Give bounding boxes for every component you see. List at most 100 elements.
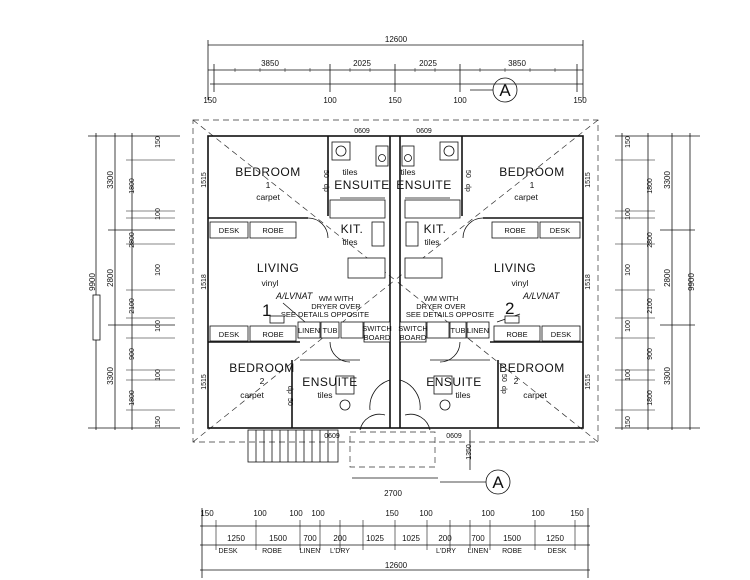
section-marker-bottom: A [440,469,511,495]
dim-left-inner-3: 3300 [106,367,115,385]
overall-width-bottom: 12600 [385,561,408,570]
dim-bottom-small-2: 100 [253,509,267,518]
dim-left-seg-3: 100 [155,208,162,220]
bedroom-2-right-number: 2 [514,376,519,386]
dim-bottom-small-8: 100 [531,509,545,518]
switch-left: SWITCH [362,324,392,333]
fixture-boxes [209,221,581,343]
ensuite-dp-bl: dp [286,386,293,394]
dim-top-3: 2025 [419,59,437,68]
bottom-label-desk-right: DESK [547,548,566,555]
interior-walls [208,136,583,428]
dim-right-seg-10: 1800 [647,390,654,406]
dim-right-outer: 9900 [687,273,696,291]
living-left-label: LIVING [257,261,299,275]
ensuite-tl-floor: tiles [342,167,357,177]
left-dimension-lines [88,133,180,430]
dim-top-small-3: 150 [388,96,402,105]
ensuite-tr-floor: tiles [400,167,415,177]
exterior-walls [207,135,584,429]
ensuite-bl-label: ENSUITE [302,375,358,389]
bedroom-1-left-number: 1 [266,180,271,190]
board-left: BOARD [364,333,391,342]
bedroom-1-right-number: 1 [530,180,535,190]
wm-note-left-1: WM WITH [319,294,354,303]
right-dimension-lines [615,133,700,430]
alt-note-right: A/LVNAT [522,291,561,301]
window-label-bottom-right: 0609 [446,433,462,440]
ensuite-br-label: ENSUITE [426,375,482,389]
dim-bottom-w4: 200 [333,534,347,543]
wm-note-left-3: SEE DETAILS OPPOSITE [281,310,369,319]
dim-right-seg-2: 1800 [647,178,654,194]
dim-bottom-w2: 1500 [269,534,287,543]
bottom-label-robe-left: ROBE [262,548,282,555]
depth-right-3: 1515 [585,374,592,390]
bedroom-1-left-label: BEDROOM [235,165,301,179]
dim-left-inner-2: 2800 [106,269,115,287]
kitchen-left-floor: tiles [342,237,357,247]
top-dimension-lines [207,40,584,100]
ensuite-depth-br: 50 [500,374,507,382]
dim-left-seg-1: 150 [155,136,162,148]
switch-right: SWITCH [398,324,428,333]
ensuite-depth-bl: 50 [286,398,293,406]
wm-note-right-2: DRYER OVER [416,302,466,311]
bedroom-2-left-floor: carpet [240,390,264,400]
dim-right-seg-7: 100 [625,320,632,332]
dim-bottom-small-5: 150 [385,509,399,518]
dim-left-seg-9: 100 [155,369,162,381]
dim-bottom-w9: 1500 [503,534,521,543]
window-label-top-left: 0609 [354,128,370,135]
dim-top-4: 3850 [508,59,526,68]
bottom-label-robe-right: ROBE [502,548,522,555]
stair-side-label: 1350 [466,444,473,460]
kitchen-right-floor: tiles [424,237,439,247]
window-label-bottom-left: 0609 [324,433,340,440]
dim-top-small-1: 150 [203,96,217,105]
marker-2: 2 [505,299,514,318]
bottom-label-linen-right: LINEN [468,548,489,555]
board-right: BOARD [400,333,427,342]
dim-right-inner-1: 3300 [663,171,672,189]
marker-1: 1 [262,301,271,320]
dim-left-seg-10: 1800 [129,390,136,406]
dim-left-seg-5: 100 [155,264,162,276]
dim-bottom-w10: 1250 [546,534,564,543]
dim-bottom-w3: 700 [303,534,317,543]
dim-bottom-small-4: 100 [311,509,325,518]
ensuite-dp-br: dp [500,386,507,394]
ensuite-tl-label: ENSUITE [334,178,390,192]
linen-right: LINEN [467,326,489,335]
ensuite-dp-tl: dp [322,184,329,192]
entry-stairs [247,429,471,479]
ensuite-br-floor: tiles [455,390,470,400]
dim-left-seg-4: 2800 [129,232,136,248]
dim-bottom-small-6: 100 [419,509,433,518]
overall-width-top: 12600 [385,35,408,44]
dim-right-seg-4: 2800 [647,232,654,248]
bedroom-1-left-floor: carpet [256,192,280,202]
bottom-label-desk-left: DESK [218,548,237,555]
dim-bottom-small-1: 150 [200,509,214,518]
dim-left-outer: 9900 [88,273,97,291]
section-marker-a-top: A [499,81,511,100]
living-left-floor: vinyl [261,278,278,288]
dim-right-seg-8: 900 [647,348,654,360]
desk-br: DESK [551,330,571,339]
dim-top-small-5: 150 [573,96,587,105]
window-label-top-right: 0609 [416,128,432,135]
dim-right-seg-11: 150 [625,416,632,428]
ensuite-fixtures [331,141,459,411]
dim-top-small-4: 100 [453,96,467,105]
dim-bottom-w7: 200 [438,534,452,543]
depth-right-2: 1518 [585,274,592,290]
dim-right-seg-9: 100 [625,369,632,381]
robe-tl: ROBE [262,226,283,235]
dim-bottom-w1: 1250 [227,534,245,543]
dim-right-seg-3: 100 [625,208,632,220]
robe-bl: ROBE [262,330,283,339]
kitchen-fixtures [329,199,461,279]
wm-note-left-2: DRYER OVER [311,302,361,311]
